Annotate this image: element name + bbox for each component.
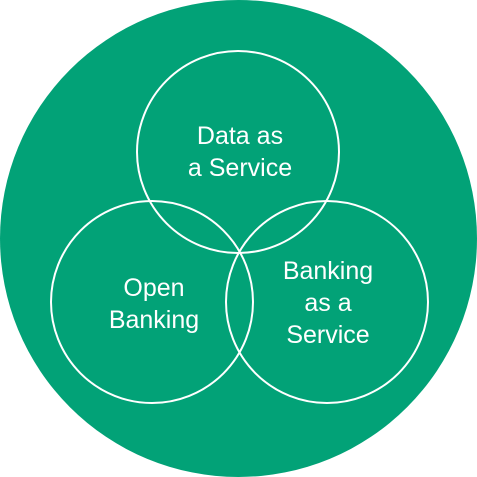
circle-banking-as-a-service xyxy=(225,200,429,404)
label-line: Data as xyxy=(196,122,284,150)
label-line: as a xyxy=(304,289,352,317)
circle-open-banking xyxy=(50,200,254,404)
label-line: Banking xyxy=(108,306,200,334)
label-line: Open xyxy=(123,274,185,302)
label-line: a Service xyxy=(187,154,293,182)
label-line: Banking xyxy=(282,257,374,285)
label-line: Service xyxy=(286,321,370,349)
label-banking-as-a-service: Banking as a Service xyxy=(228,255,428,351)
label-data-as-a-service: Data as a Service xyxy=(120,120,360,184)
label-open-banking: Open Banking xyxy=(54,272,254,336)
